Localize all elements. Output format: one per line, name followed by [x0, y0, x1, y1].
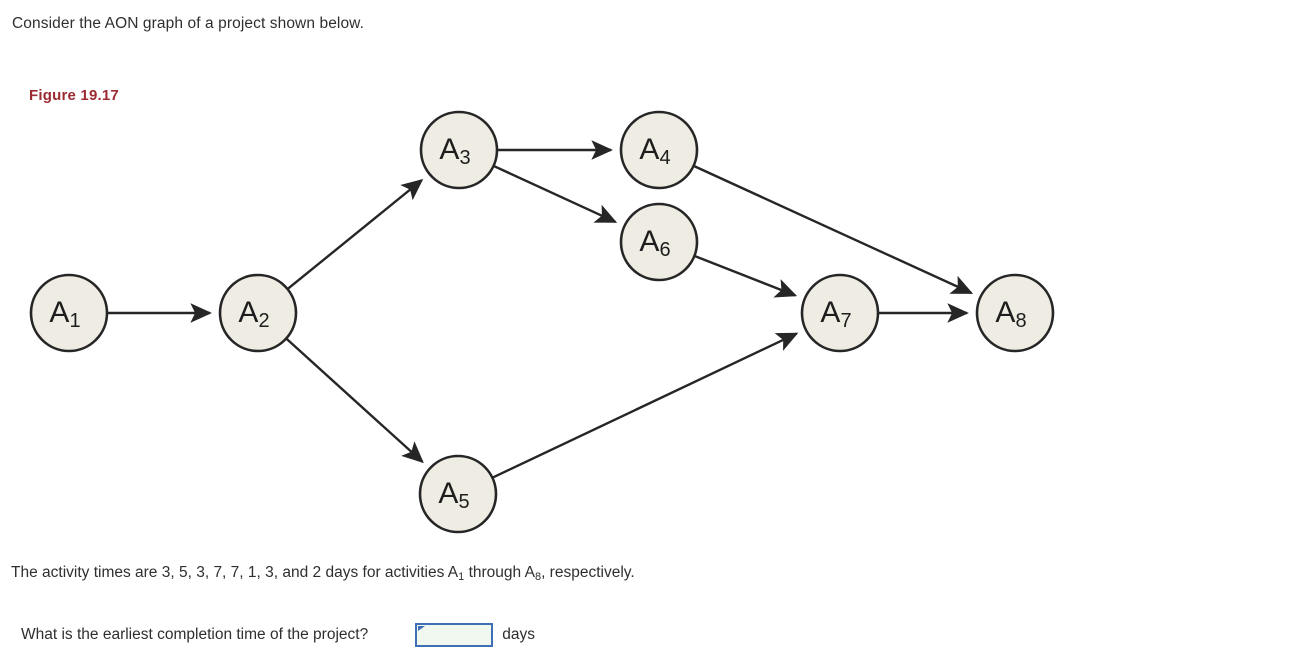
intro-text: Consider the AON graph of a project show… [12, 15, 365, 32]
node-label-a6: A6 [639, 225, 670, 261]
question-row: What is the earliest completion time of … [21, 621, 535, 649]
node-circle-a2 [218, 273, 298, 353]
node-a3: A3 [419, 110, 499, 190]
node-a8: A8 [975, 273, 1055, 353]
node-label-a7: A7 [820, 296, 851, 332]
node-circle-a5 [418, 454, 498, 534]
activity-times-sub-last: 8 [534, 571, 542, 583]
node-circle-a3 [419, 110, 499, 190]
edge-a4-to-a8 [693, 165, 974, 295]
edge-a3-to-a6 [493, 165, 618, 224]
activity-times-prefix: The activity times are 3, 5, 3, 7, 7, 1,… [11, 564, 459, 581]
node-circle-a8 [975, 273, 1055, 353]
answer-slot [415, 623, 494, 647]
node-circle-a6 [619, 202, 699, 282]
node-circle-a4 [619, 110, 699, 190]
edge-layer [108, 140, 974, 479]
node-a5: A5 [418, 454, 498, 534]
figure-caption: Figure 19.17 [29, 87, 119, 104]
answer-input[interactable] [415, 623, 494, 647]
node-label-a8: A8 [995, 296, 1026, 332]
edge-a6-to-a7 [694, 255, 798, 298]
node-a4: A4 [619, 110, 699, 190]
edge-a2-to-a3 [287, 179, 424, 290]
node-a6: A6 [619, 202, 699, 282]
activity-times-sub-first: 1 [458, 571, 465, 583]
activity-times-middle: through A [464, 564, 535, 581]
node-label-a4: A4 [639, 133, 670, 169]
edge-a5-to-a7 [492, 332, 799, 479]
node-label-a1: A1 [49, 296, 80, 332]
node-a1: A1 [29, 273, 109, 353]
question-text: What is the earliest completion time of … [21, 626, 369, 643]
node-a7: A7 [800, 273, 880, 353]
node-label-a5: A5 [438, 477, 469, 513]
node-a2: A2 [218, 273, 298, 353]
unit-label: days [502, 626, 535, 643]
node-label-a3: A3 [439, 133, 470, 169]
node-label-a2: A2 [238, 296, 269, 332]
node-circle-a7 [800, 273, 880, 353]
edge-a2-to-a5 [286, 338, 424, 464]
node-circle-a1 [29, 273, 109, 353]
activity-times-sentence: The activity times are 3, 5, 3, 7, 7, 1,… [11, 562, 635, 585]
activity-times-suffix: , respectively. [541, 564, 635, 581]
